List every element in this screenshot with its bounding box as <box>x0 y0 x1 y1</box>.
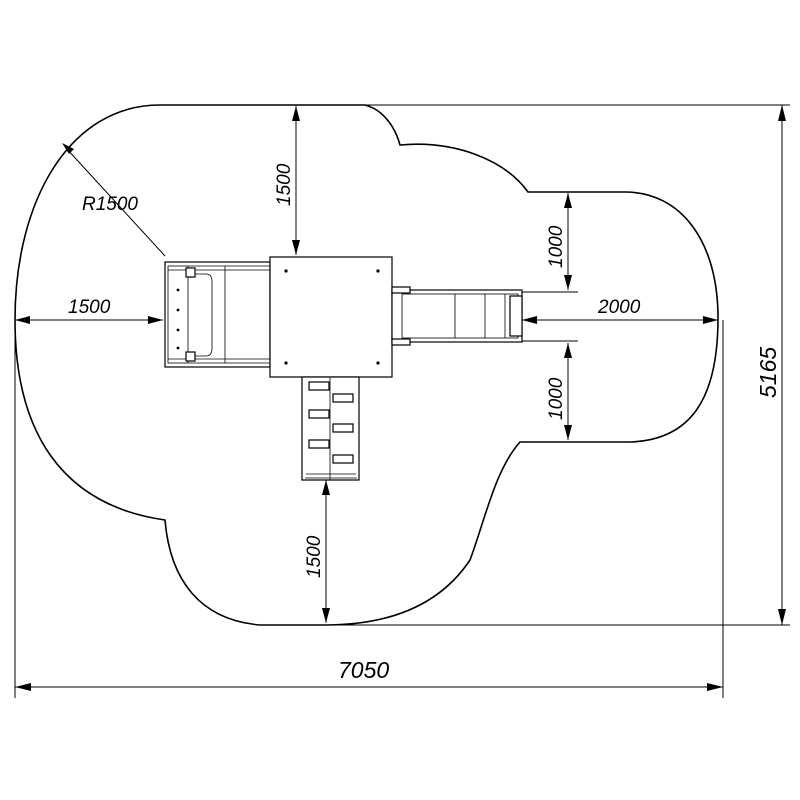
slide-clearance-label: 2000 <box>597 297 641 318</box>
ladder <box>301 376 360 481</box>
slide-body <box>391 289 523 343</box>
lower-side-clearance-dimension: 1000 <box>546 343 572 440</box>
bottom-clearance-dimension: 1500 <box>304 480 330 623</box>
overall-width-label: 7050 <box>338 657 389 683</box>
slide <box>391 286 523 346</box>
safety-zone-outline <box>14 104 719 626</box>
overall-height-dimension: 5165 <box>755 105 786 625</box>
bottom-clearance-label: 1500 <box>304 535 325 578</box>
upper-side-clearance-label: 1000 <box>546 225 567 268</box>
central-platform <box>269 256 393 378</box>
left-clearance-dimension: 1500 <box>15 297 163 324</box>
overall-width-dimension: 7050 <box>15 657 723 691</box>
left-module-frame <box>164 261 271 368</box>
left-module <box>164 261 271 368</box>
upper-side-clearance-dimension: 1000 <box>546 193 572 290</box>
platform-deck <box>269 256 393 378</box>
lower-side-clearance-label: 1000 <box>546 377 567 420</box>
slide-clearance-dimension: 2000 <box>522 297 718 324</box>
left-clearance-label: 1500 <box>68 297 111 318</box>
radius-label: R1500 <box>82 194 138 215</box>
radius-dimension: R1500 <box>62 143 166 257</box>
overall-height-label: 5165 <box>755 347 781 398</box>
top-clearance-label: 1500 <box>274 163 295 206</box>
top-clearance-dimension: 1500 <box>274 106 300 255</box>
